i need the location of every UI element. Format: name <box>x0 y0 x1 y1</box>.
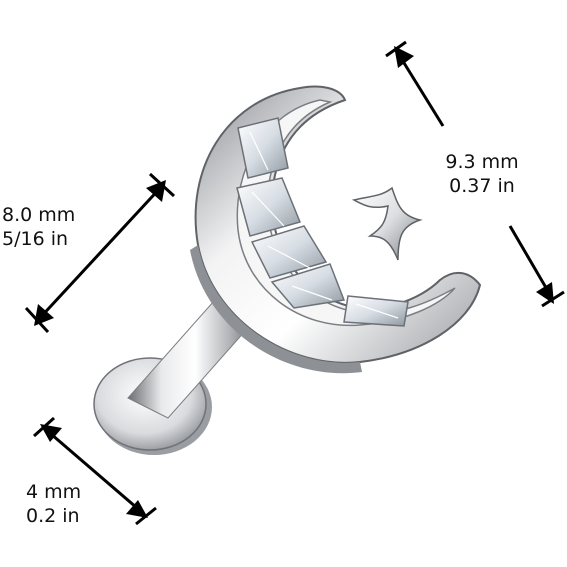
base-dimension-label: 4 mm 0.2 in <box>26 480 81 528</box>
baguette-stones <box>236 117 409 327</box>
top-arrow-upper <box>385 40 445 127</box>
base-mm: 4 mm <box>26 481 82 503</box>
top-inch: 0.37 in <box>449 175 515 197</box>
base-inch: 0.2 in <box>26 505 80 527</box>
length-dimension-label: 8.0 mm 5/16 in <box>2 203 75 251</box>
dimension-arrows <box>24 40 565 526</box>
base-arrow <box>32 416 157 526</box>
length-arrow <box>24 172 176 334</box>
length-inch: 5/16 in <box>2 228 69 250</box>
top-arrow-lower <box>508 225 565 308</box>
top-mm: 9.3 mm <box>445 151 519 173</box>
star-charm <box>351 186 423 261</box>
top-dimension-label: 9.3 mm 0.37 in <box>432 150 532 198</box>
length-mm: 8.0 mm <box>2 204 76 226</box>
